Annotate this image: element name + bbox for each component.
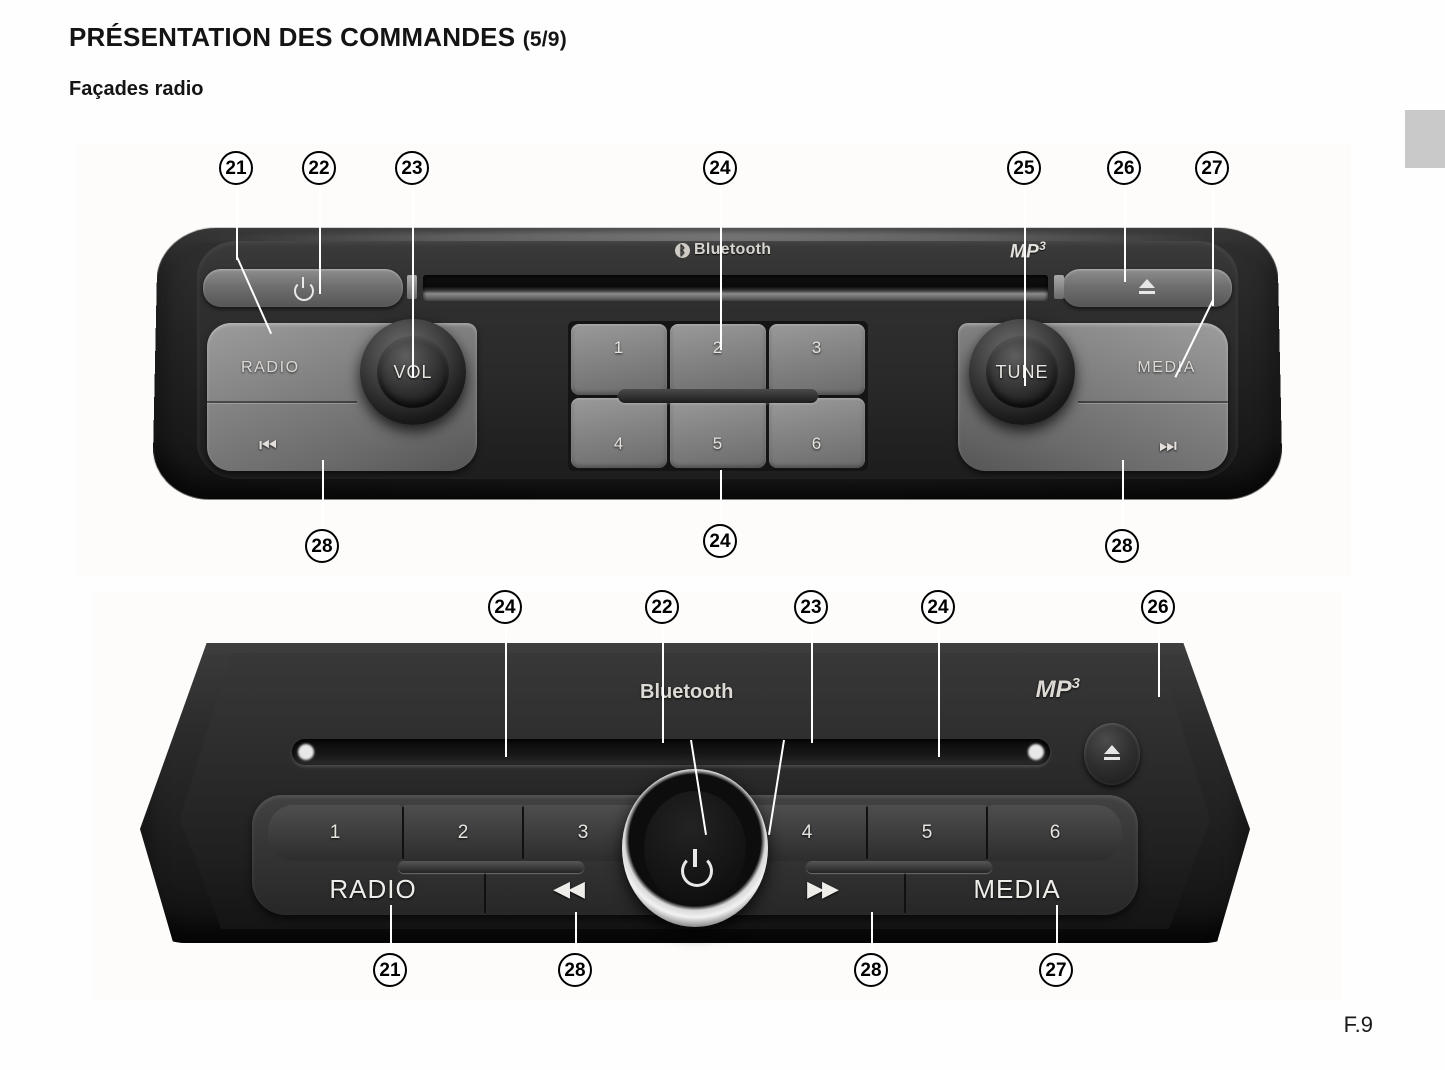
- page-indicator: (5/9): [522, 28, 567, 51]
- callout-21: 21: [219, 151, 253, 185]
- media-button-bottom[interactable]: MEDIA: [973, 873, 1061, 904]
- leader-line-27-topa: [1212, 186, 1214, 306]
- callout-23: 23: [395, 151, 429, 185]
- leader-line-26-b: [1158, 625, 1160, 697]
- mp3-superscript: 3: [1039, 239, 1047, 253]
- eject-button-bottom[interactable]: [1084, 723, 1140, 785]
- bottom-separator-1: [484, 869, 486, 913]
- preset-button-2[interactable]: 2: [669, 324, 766, 395]
- preset-center-rail-top: [617, 389, 818, 403]
- power-icon-bottom: [678, 849, 712, 883]
- preset-button-3[interactable]: 3: [768, 324, 865, 395]
- callout-28-topright: 28: [1105, 529, 1139, 563]
- preset-separator-2: [522, 807, 524, 859]
- leader-line-21: [236, 186, 238, 260]
- bottom-separator-2: [904, 869, 906, 913]
- leader-line-22-b: [662, 625, 664, 743]
- leader-line-27-b: [1056, 905, 1058, 957]
- mp3-label-text-bottom: MP: [1035, 676, 1072, 703]
- radio-button-bottom[interactable]: RADIO: [329, 873, 417, 904]
- bluetooth-label: Bluetooth: [694, 241, 772, 258]
- preset-button-1[interactable]: 1: [570, 324, 667, 395]
- leader-line-28-topleft: [322, 460, 324, 532]
- callout-27-top: 27: [1195, 151, 1229, 185]
- mp3-logo: MP3: [1010, 239, 1046, 263]
- radio-button-top[interactable]: RADIO: [241, 359, 300, 376]
- callout-26-top: 26: [1107, 151, 1141, 185]
- callout-27-b: 27: [1039, 953, 1073, 987]
- callout-21-b: 21: [373, 953, 407, 987]
- power-icon: [292, 277, 314, 299]
- section-title: Façades radio: [69, 78, 204, 100]
- mp3-superscript-bottom: 3: [1071, 675, 1080, 692]
- skip-previous-button-top[interactable]: ⏮: [259, 435, 277, 457]
- callout-28-bl: 28: [558, 953, 592, 987]
- leader-line-22: [319, 186, 321, 294]
- leader-line-23-b: [811, 625, 813, 743]
- preset-button-2-bottom[interactable]: 2: [404, 805, 522, 861]
- slot-pin-right: [1054, 275, 1064, 299]
- callout-28-br: 28: [854, 953, 888, 987]
- leader-line-26-top: [1124, 186, 1126, 282]
- eject-icon: [1136, 279, 1158, 297]
- callout-22: 22: [302, 151, 336, 185]
- page-title: PRÉSENTATION DES COMMANDES (5/9): [69, 22, 567, 53]
- skip-previous-button-bottom[interactable]: ◀◀: [553, 876, 585, 901]
- leader-line-24-bottom: [720, 470, 722, 528]
- leader-line-21-b: [390, 905, 392, 957]
- preset-rail-left: [398, 861, 584, 873]
- radio-faceplate-type-b: Bluetooth MP3 1 2 3 4 5 6 RADIO ◀◀ ▶▶ ME…: [140, 643, 1250, 943]
- power-knob-bottom[interactable]: [622, 769, 768, 927]
- leader-line-23: [412, 186, 414, 378]
- callout-24-bl: 24: [488, 590, 522, 624]
- media-button-top[interactable]: MEDIA: [1137, 359, 1196, 376]
- tune-knob-label: TUNE: [995, 361, 1049, 382]
- callout-26-b: 26: [1141, 590, 1175, 624]
- leader-line-28-topright: [1122, 460, 1124, 532]
- cd-slot-top: [423, 275, 1048, 301]
- right-cluster-divider: [1078, 401, 1228, 403]
- eject-icon-bottom: [1101, 745, 1123, 763]
- preset-button-5[interactable]: 5: [669, 397, 766, 468]
- power-button-top[interactable]: [203, 269, 403, 307]
- callout-22-b: 22: [645, 590, 679, 624]
- left-cluster-divider: [207, 401, 357, 403]
- page-title-text: PRÉSENTATION DES COMMANDES: [69, 22, 516, 52]
- preset-button-5-bottom[interactable]: 5: [868, 805, 986, 861]
- skip-next-button-bottom[interactable]: ▶▶: [807, 876, 839, 901]
- tune-knob-cap: TUNE: [986, 336, 1058, 408]
- eject-button-top[interactable]: [1062, 269, 1232, 307]
- power-knob-inner: [644, 791, 746, 905]
- figure-number: F.9: [1343, 1012, 1373, 1037]
- leader-line-24-top: [720, 186, 722, 350]
- preset-separator-3: [866, 807, 868, 859]
- bluetooth-icon: ᛒ: [675, 242, 690, 258]
- preset-separator-1: [402, 807, 404, 859]
- skip-next-button-top[interactable]: ⏭: [1159, 435, 1177, 457]
- tune-knob[interactable]: TUNE: [969, 319, 1075, 425]
- preset-button-4[interactable]: 4: [570, 397, 667, 468]
- leader-line-24-br: [938, 625, 940, 757]
- bluetooth-label-bottom: Bluetooth: [640, 681, 734, 703]
- preset-button-6[interactable]: 6: [768, 397, 865, 468]
- bluetooth-logo: ᛒ Bluetooth: [675, 241, 771, 259]
- preset-button-6-bottom[interactable]: 6: [988, 805, 1122, 861]
- mp3-logo-bottom: MP3: [1036, 675, 1080, 704]
- callout-25: 25: [1007, 151, 1041, 185]
- leader-line-28-bl: [575, 912, 577, 958]
- radio-faceplate-type-a: ᛒ Bluetooth MP3 RADIO ⏮ MEDIA ⏭ VOL TUNE…: [152, 227, 1283, 500]
- leader-line-24-bl: [505, 625, 507, 757]
- leader-line-28-br: [871, 912, 873, 958]
- preset-rail-right: [806, 861, 992, 873]
- leader-line-25: [1024, 186, 1026, 386]
- callout-24-top: 24: [703, 151, 737, 185]
- margin-tab-marker: [1405, 110, 1445, 168]
- callout-28-topleft: 28: [305, 529, 339, 563]
- callout-24-topbottom: 24: [703, 524, 737, 558]
- preset-separator-4: [986, 807, 988, 859]
- cd-slot-bottom: [292, 739, 1050, 765]
- callout-23-b: 23: [794, 590, 828, 624]
- callout-24-br: 24: [921, 590, 955, 624]
- preset-button-1-bottom[interactable]: 1: [268, 805, 402, 861]
